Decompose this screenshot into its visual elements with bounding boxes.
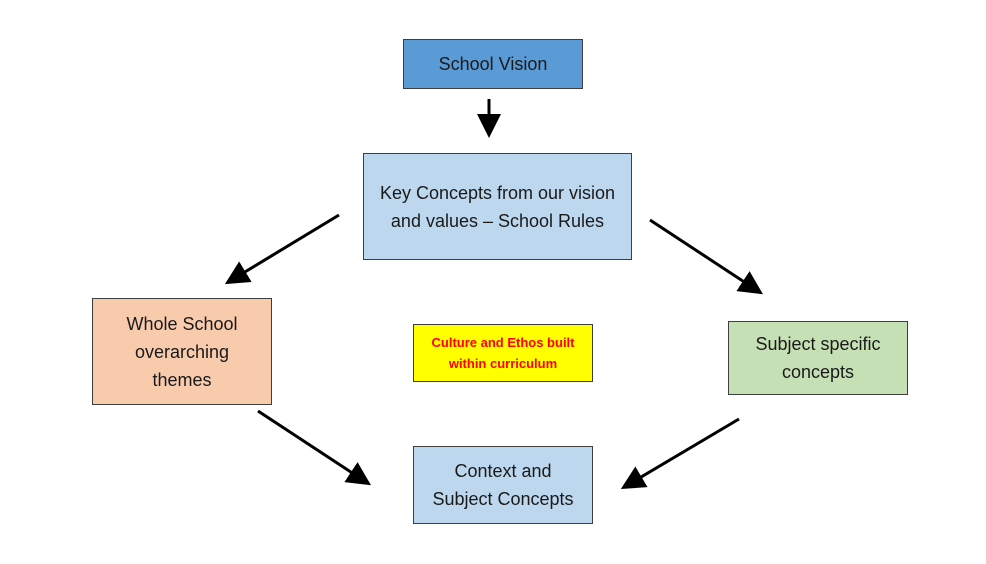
culture-ethos-box: Culture and Ethos built within curriculu… [413, 324, 593, 382]
school-vision-box: School Vision [403, 39, 583, 89]
whole-school-themes-box: Whole School overarching themes [92, 298, 272, 405]
arrow-key-to-subject [649, 218, 764, 295]
arrow-key-to-whole [224, 213, 340, 285]
subject-specific-concepts-box: Subject specific concepts [728, 321, 908, 395]
arrow-whole-to-context [257, 409, 372, 486]
context-subject-concepts-box: Context and Subject Concepts [413, 446, 593, 524]
arrow-subject-to-context [620, 417, 740, 490]
key-concepts-box: Key Concepts from our vision and values … [363, 153, 632, 260]
